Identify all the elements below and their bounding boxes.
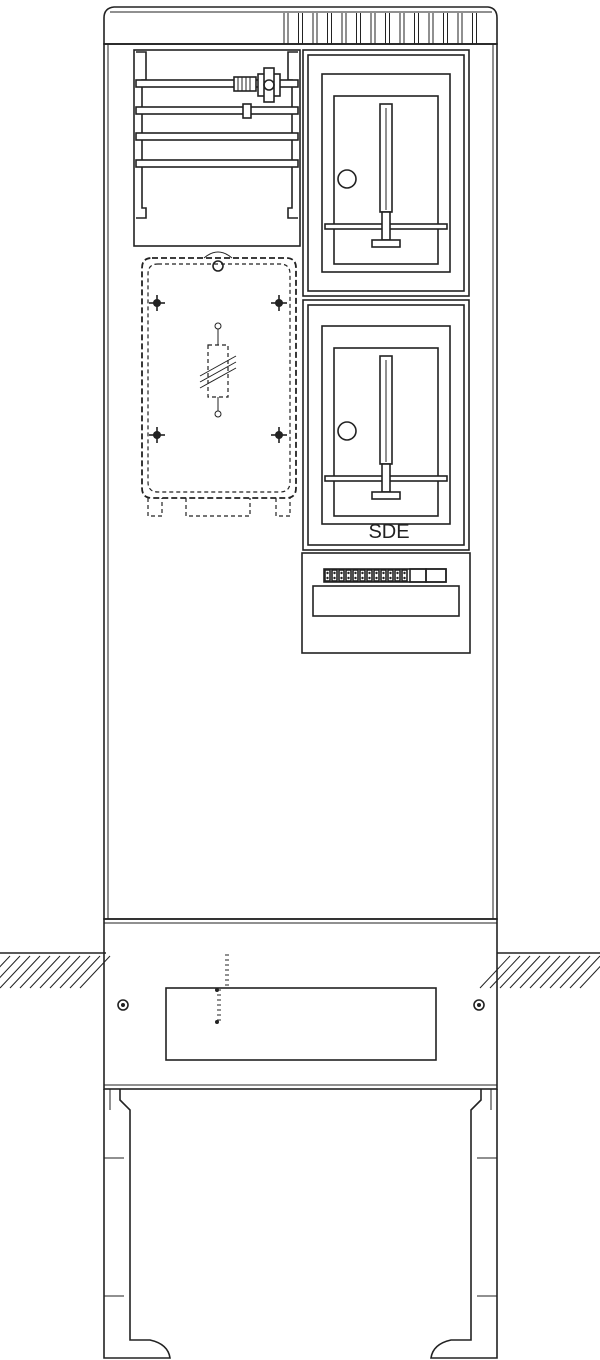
terminal-strip-compartment (301, 552, 471, 654)
cable-entry-slot (165, 987, 437, 1061)
fuse-panel-outline (141, 251, 297, 517)
cabinet-roof (103, 6, 498, 45)
ground-left (0, 952, 111, 989)
meter-compartment-upper (302, 49, 470, 297)
busbar-compartment (133, 49, 301, 247)
base-screw-right (473, 999, 485, 1011)
base-screw-left (117, 999, 129, 1011)
cabinet-base (103, 918, 498, 1090)
meter-label: SDE (368, 521, 409, 543)
depth-scale (215, 954, 229, 1024)
cabinet-feet (103, 1089, 498, 1359)
fuse-symbol (199, 322, 237, 418)
ground-right (479, 952, 600, 989)
meter-compartment-lower: SDE (302, 299, 470, 551)
